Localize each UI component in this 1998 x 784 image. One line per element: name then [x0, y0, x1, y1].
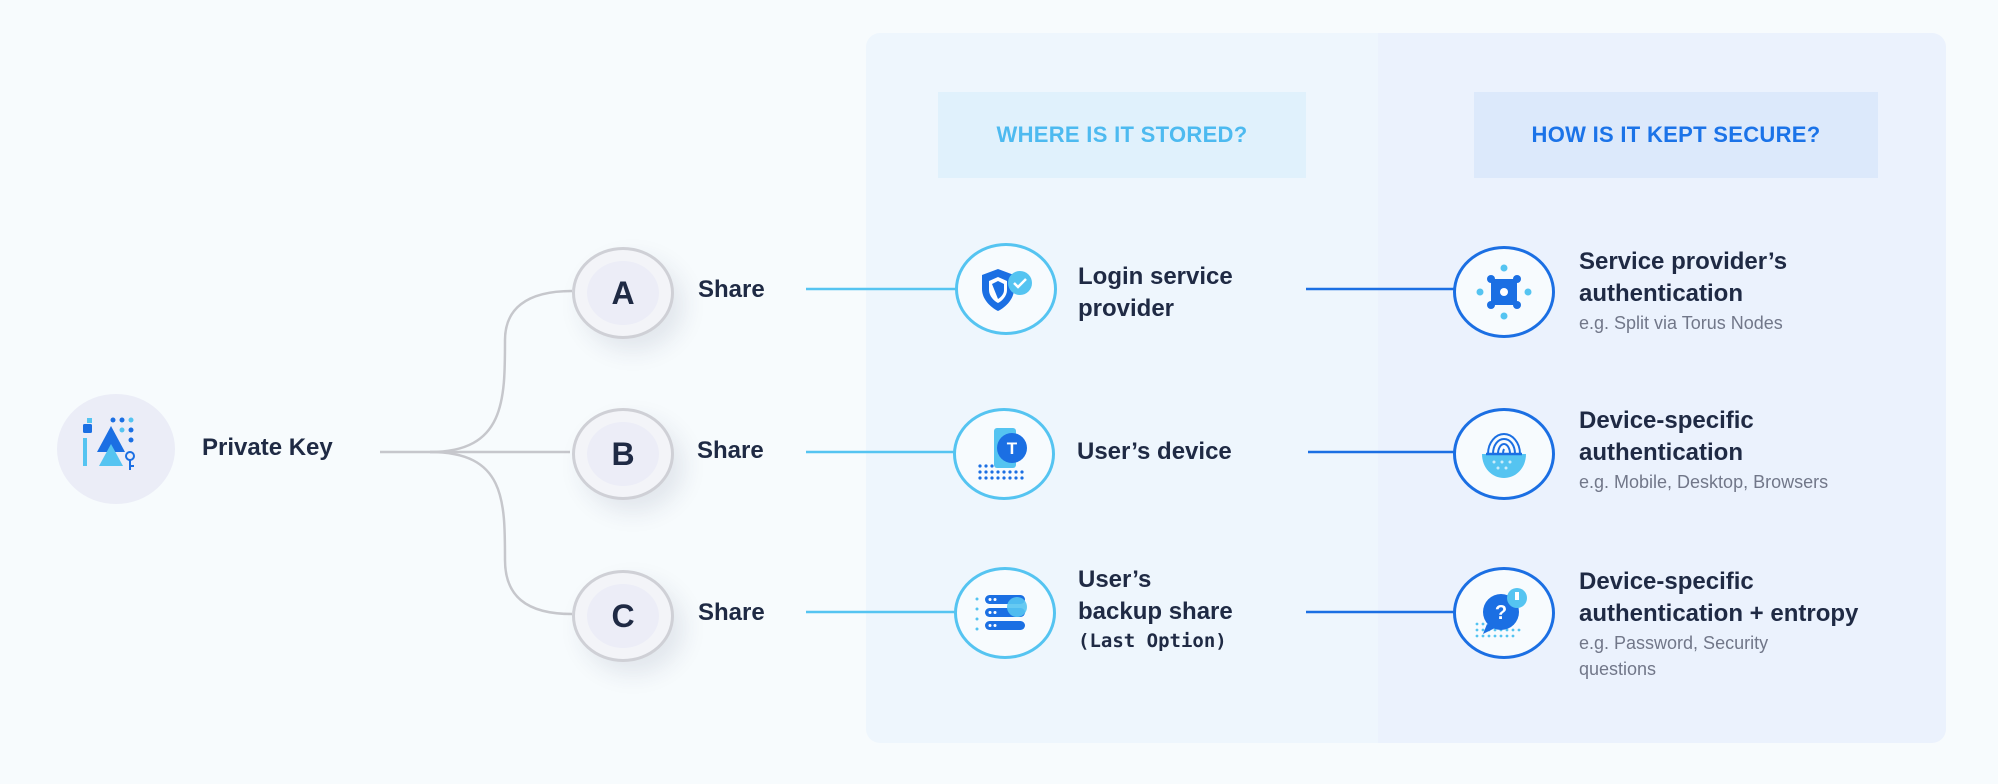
user-device-icon-circle: T [953, 408, 1055, 500]
private-key-node [57, 394, 175, 504]
private-key-label: Private Key [202, 434, 333, 461]
entropy-auth-example-line2: questions [1579, 659, 1657, 679]
share-c-letter: C [587, 584, 659, 648]
login-provider-label: Login service provider [1078, 263, 1233, 322]
device-icon: T [978, 428, 1027, 480]
fingerprint-icon [1482, 432, 1526, 478]
private-key-icon [83, 417, 135, 470]
share-a-label: Share [698, 276, 765, 303]
device-auth-text: Device-specific authentication e.g. Mobi… [1579, 405, 1828, 495]
provider-auth-text: Service provider’s authentication e.g. S… [1579, 246, 1787, 336]
share-c-node: C [572, 570, 674, 662]
entropy-auth-text: Device-specific authentication + entropy… [1579, 566, 1858, 682]
where-stored-header: WHERE IS IT STORED? [938, 92, 1306, 178]
login-provider-icon-circle [955, 243, 1057, 335]
share-b-letter: B [587, 422, 659, 486]
connector-key-to-share-a [429, 289, 573, 454]
share-a-node: A [572, 247, 674, 339]
provider-auth-example: e.g. Split via Torus Nodes [1579, 313, 1783, 333]
user-device-label: User’s device [1077, 438, 1232, 465]
svg-text:?: ? [1495, 602, 1507, 624]
share-c-label: Share [698, 599, 765, 626]
backup-share-icon-circle [954, 567, 1056, 659]
how-secure-header: HOW IS IT KEPT SECURE? [1474, 92, 1878, 178]
connector-key-to-share-c [429, 450, 573, 616]
server-stack-icon [975, 595, 1027, 631]
svg-text:T: T [1007, 439, 1018, 458]
backup-share-label: User’s backup share (Last Option) [1078, 566, 1233, 652]
provider-auth-icon-circle [1453, 246, 1555, 338]
distributed-nodes-icon [1476, 264, 1532, 320]
share-a-letter: A [587, 261, 659, 325]
share-b-label: Share [697, 437, 764, 464]
share-b-node: B [572, 408, 674, 500]
entropy-auth-icon-circle: ? [1453, 567, 1555, 659]
last-option-note: (Last Option) [1078, 630, 1227, 652]
entropy-auth-example-line1: e.g. Password, Security [1579, 633, 1769, 653]
device-auth-example: e.g. Mobile, Desktop, Browsers [1579, 472, 1829, 492]
device-auth-icon-circle [1453, 408, 1555, 500]
question-chat-icon: ? [1475, 588, 1527, 638]
shield-check-icon [982, 269, 1032, 311]
